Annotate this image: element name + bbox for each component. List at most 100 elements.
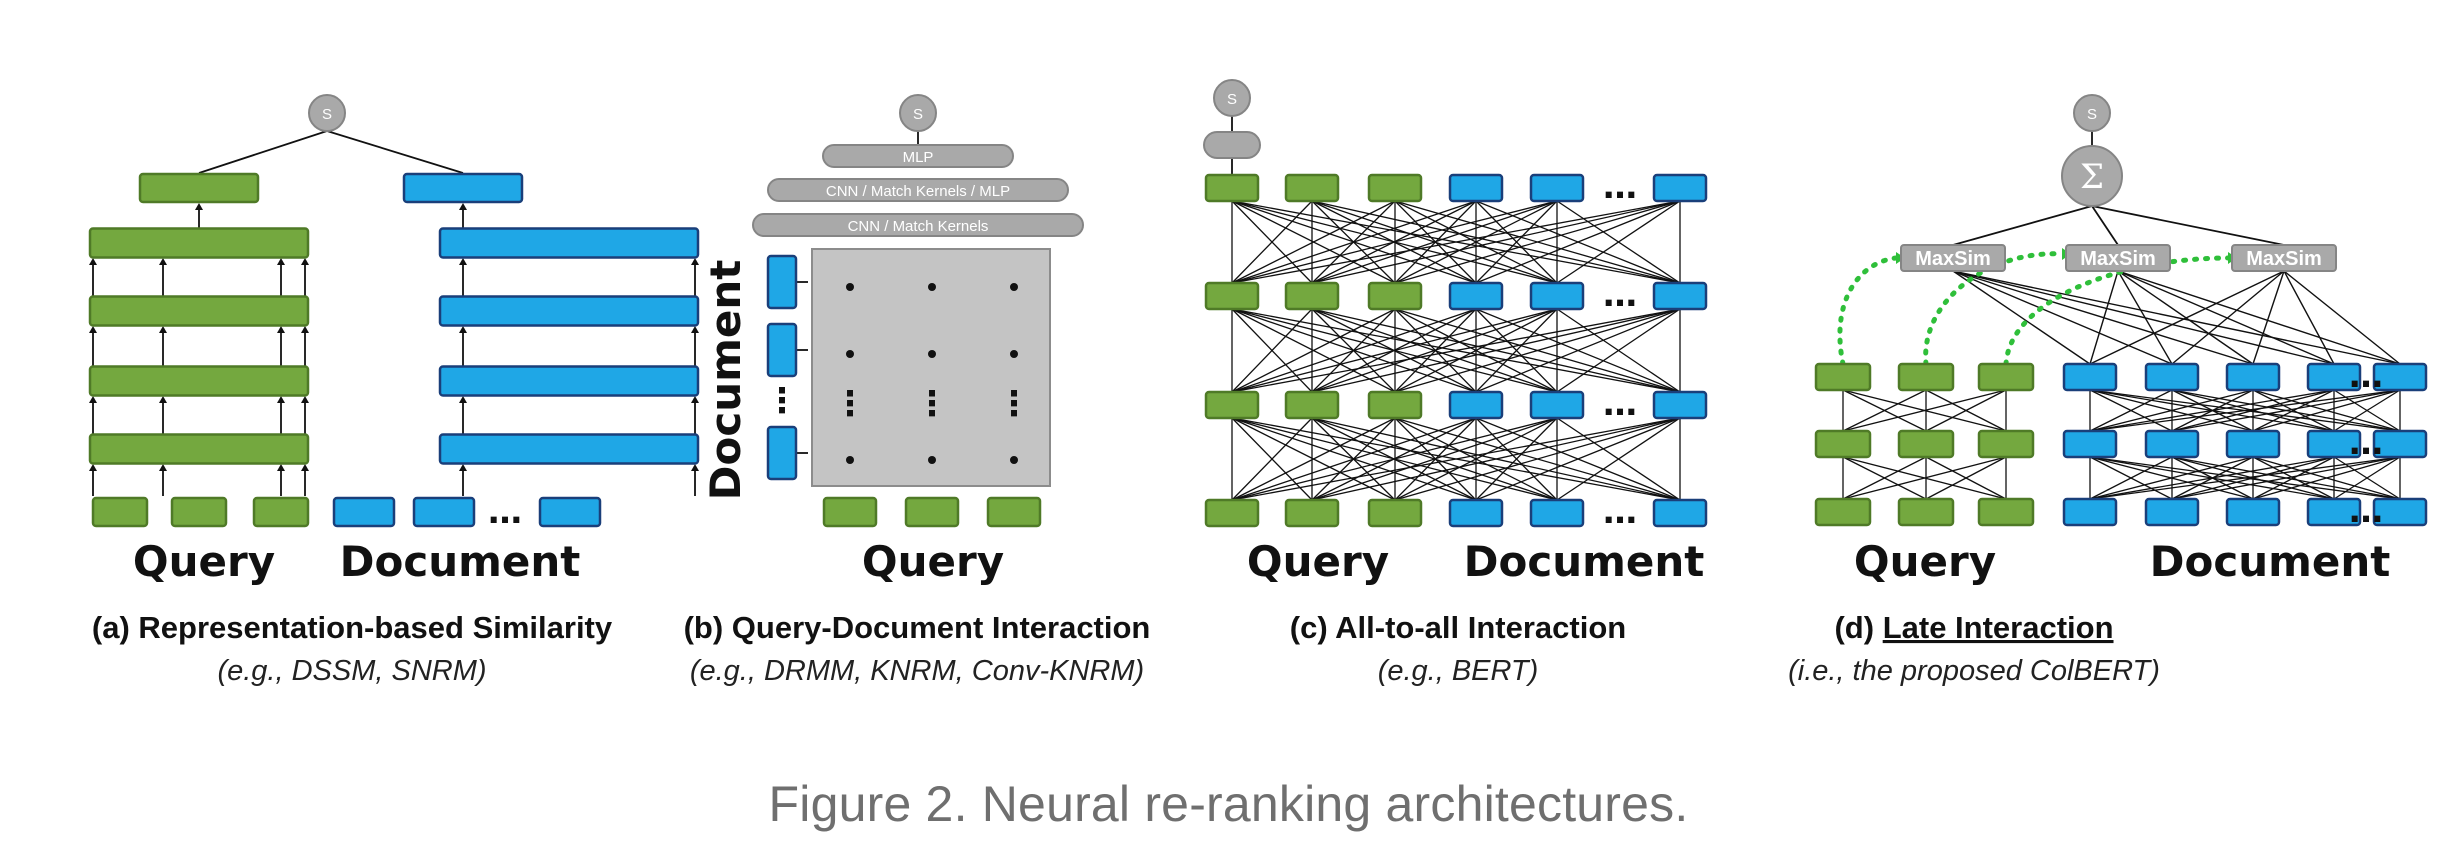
score-label: S	[1227, 91, 1237, 108]
arrowhead	[159, 326, 167, 333]
figure-caption: Figure 2. Neural re-ranking architecture…	[768, 776, 1689, 832]
doc-token-r2-3	[2225, 429, 2281, 459]
maxsim-doc-edge	[2283, 270, 2335, 365]
score-label: S	[2087, 106, 2097, 123]
all-to-all-edge	[1556, 200, 1681, 284]
arrowhead	[301, 396, 309, 403]
ellipsis: …	[1603, 167, 1637, 207]
arrowhead	[89, 258, 97, 265]
doc-layer-2	[438, 295, 700, 327]
score-node	[899, 94, 937, 132]
all-to-all-edge	[1231, 417, 1313, 501]
maxsim-doc-edge	[1952, 270, 2401, 365]
query-token-r1-2	[1284, 173, 1340, 203]
sum-edge	[1952, 205, 2093, 246]
query-label: Query	[1247, 537, 1389, 586]
matrix-dot	[846, 456, 854, 464]
all-to-all-edge	[1394, 200, 1681, 284]
arrowhead	[195, 203, 203, 210]
matrix-dot	[928, 456, 936, 464]
doc-encoder-edge	[2089, 456, 2335, 500]
all-to-all-edge	[1556, 308, 1681, 393]
doc-token-r2-4	[1448, 281, 1504, 311]
score-node	[308, 94, 346, 132]
all-to-all-edge	[1394, 417, 1558, 501]
query-token-r2-3	[1977, 429, 2035, 459]
doc-encoder-edge	[2089, 456, 2254, 500]
query-output-box	[138, 172, 260, 204]
doc-encoder-edge	[2171, 389, 2335, 432]
ellipsis: …	[488, 492, 522, 532]
query-token-r3-3	[1367, 390, 1423, 420]
maxsim-box-3	[2231, 244, 2337, 272]
all-to-all-edge	[1231, 308, 1313, 393]
doc-encoder-edge	[2252, 456, 2335, 500]
sum-node	[2061, 145, 2123, 207]
doc-token-4	[332, 496, 396, 528]
doc-encoder-edge	[2089, 456, 2173, 500]
vertical-ellipsis: ⋮	[765, 381, 799, 421]
query-token-r4-1	[1204, 498, 1260, 528]
panel-title-2: (b) Query-Document Interaction	[684, 610, 1151, 645]
score-label: S	[322, 106, 332, 123]
doc-token-6	[538, 496, 602, 528]
query-encoder-edge	[1925, 456, 2007, 500]
matrix-dot	[1010, 456, 1018, 464]
connection-lines	[89, 116, 2401, 501]
document-vertical-label: Document	[701, 260, 750, 501]
query-encoder-edge	[1925, 389, 2007, 432]
sum-edge	[2091, 205, 2119, 246]
query-token-3	[986, 496, 1042, 528]
all-to-all-edge	[1231, 200, 1396, 284]
query-token-2	[170, 496, 228, 528]
doc-token-r1-4	[1448, 173, 1504, 203]
doc-encoder-edge	[2252, 389, 2401, 432]
doc-token-3	[766, 425, 798, 481]
query-encoder-edge	[1842, 389, 1927, 432]
arrowhead	[89, 464, 97, 471]
doc-token-r1-1	[2062, 362, 2118, 392]
maxsim-doc-edge	[2117, 270, 2401, 365]
all-to-all-edge	[1394, 308, 1558, 393]
arrowhead	[89, 326, 97, 333]
query-layer-2	[88, 295, 310, 327]
score-edge	[326, 130, 464, 174]
query-label: Query	[133, 537, 275, 586]
arrowhead	[89, 396, 97, 403]
doc-token-r4-6	[1652, 498, 1708, 528]
sum-label: Σ	[2080, 157, 2104, 197]
doc-token-2	[766, 322, 798, 378]
all-to-all-edge	[1231, 308, 1396, 393]
arrowhead	[277, 258, 285, 265]
query-token-2	[904, 496, 960, 528]
query-encoder-edge	[1842, 456, 1927, 500]
maxsim-doc-edge	[2117, 270, 2335, 365]
maxsim-doc-edge	[1952, 270, 2173, 365]
cls-head	[1203, 131, 1261, 159]
maxsim-doc-edge	[2171, 270, 2285, 365]
all-to-all-edge	[1311, 308, 1558, 393]
all-to-all-edge	[1394, 200, 1558, 284]
query-token-3	[252, 496, 310, 528]
panel-title-3: (c) All-to-all Interaction	[1290, 610, 1626, 645]
query-encoder-edge	[1842, 456, 2007, 500]
ellipsis: …	[2349, 356, 2383, 396]
maxsim-doc-edge	[2117, 270, 2173, 365]
matrix-dot	[928, 283, 936, 291]
arrowhead	[691, 396, 699, 403]
all-to-all-edge	[1475, 200, 1558, 284]
doc-token-r3-5	[1529, 390, 1585, 420]
all-to-all-edge	[1231, 417, 1396, 501]
arrowhead	[159, 464, 167, 471]
ellipsis: …	[2349, 423, 2383, 463]
panel-subtitle-4: (i.e., the proposed ColBERT)	[1788, 655, 2160, 687]
all-to-all-edge	[1311, 200, 1681, 284]
doc-encoder-edge	[2333, 389, 2401, 432]
all-to-all-edge	[1475, 308, 1558, 393]
all-to-all-edge	[1231, 417, 1558, 501]
query-label: Query	[862, 537, 1004, 586]
all-to-all-edge	[1475, 200, 1681, 284]
doc-token-r3-4	[2306, 497, 2362, 527]
maxsim-box-2	[2065, 244, 2171, 272]
